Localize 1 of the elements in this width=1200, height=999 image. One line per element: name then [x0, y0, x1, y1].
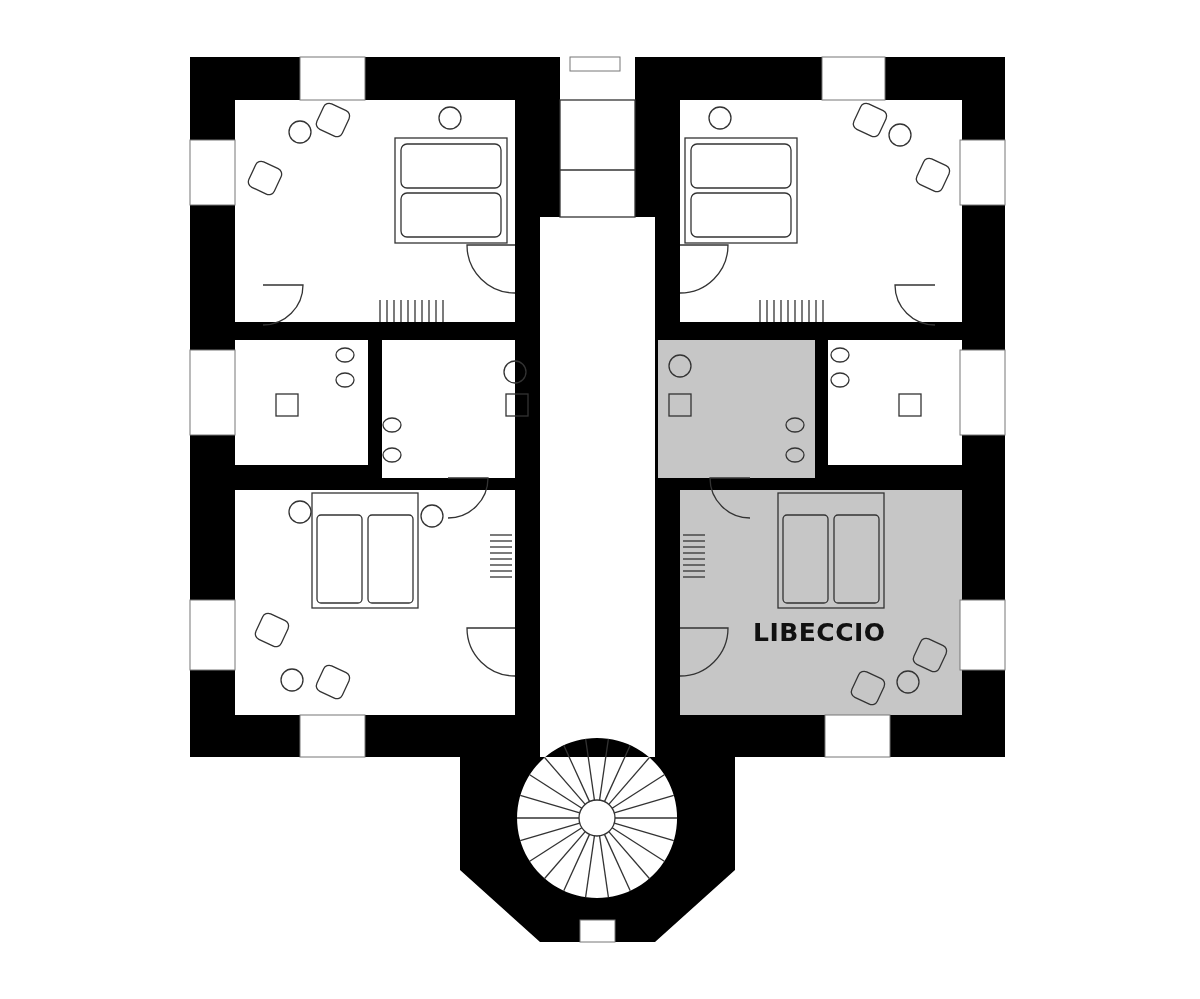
- room-name: LIBECCIO: [753, 618, 886, 647]
